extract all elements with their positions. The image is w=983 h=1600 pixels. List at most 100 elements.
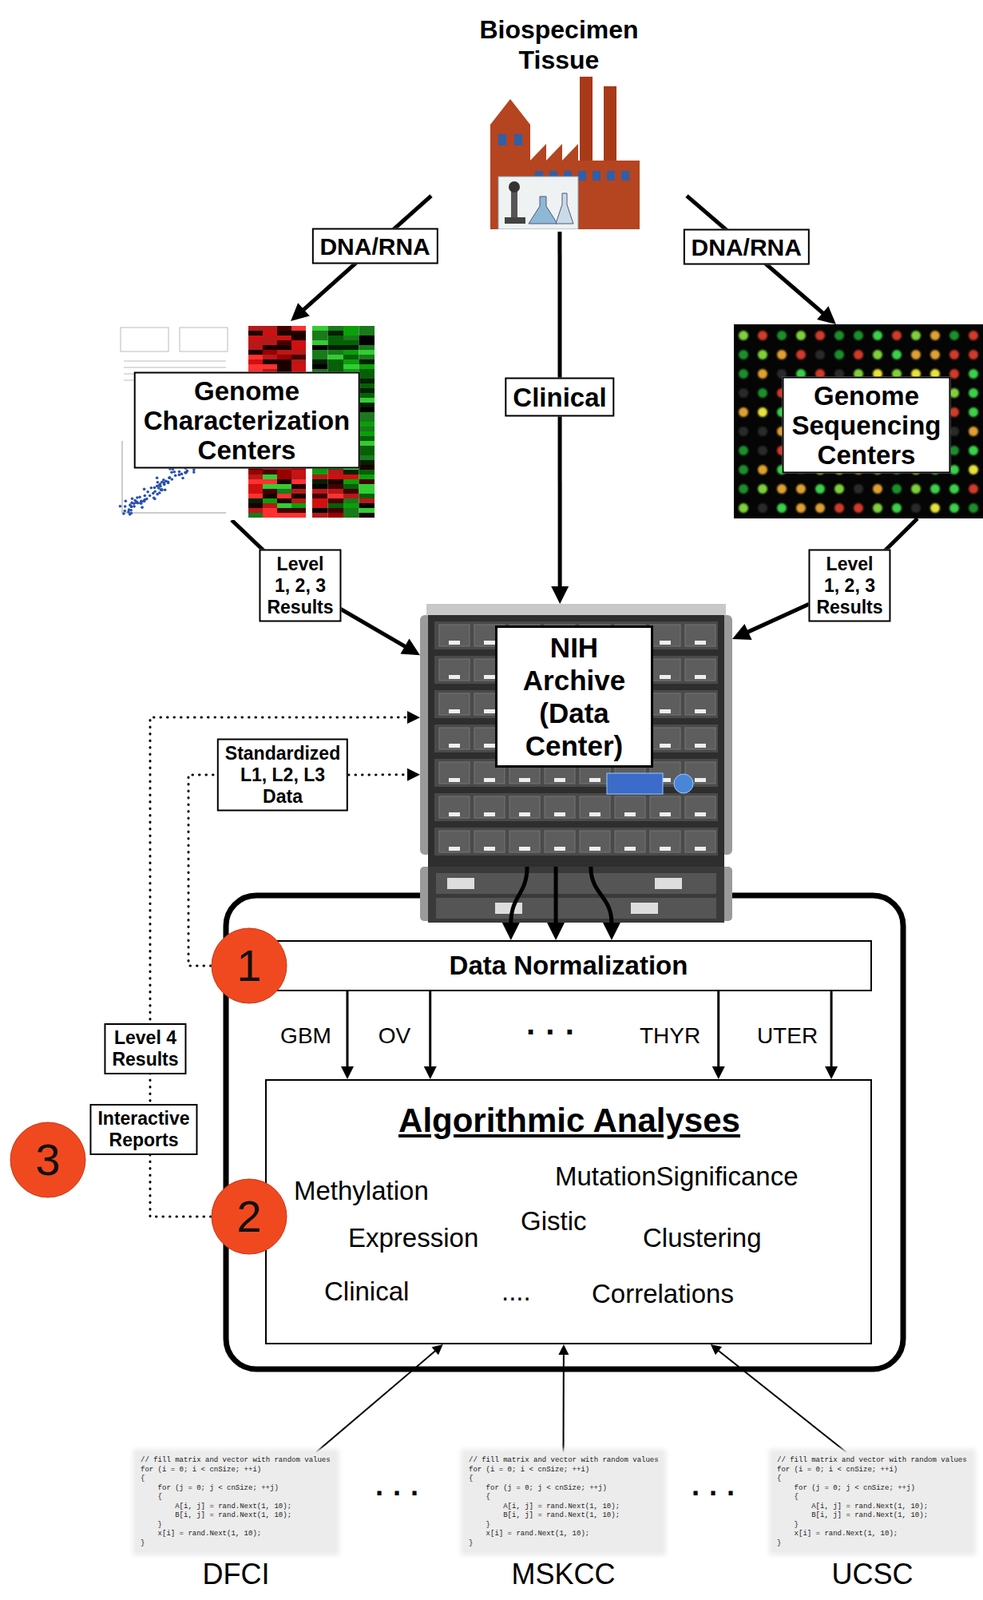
- edge-label-text: Level 1, 2, 3 Results: [266, 553, 333, 619]
- array-spot: [834, 483, 845, 494]
- note-text: Interactive Reports: [97, 1107, 190, 1151]
- server-latch: [694, 709, 706, 714]
- code-panel: // fill matrix and vector with random va…: [772, 1451, 973, 1552]
- heat-cell: [291, 507, 306, 513]
- edge-label: OV: [378, 1022, 411, 1049]
- array-spot: [796, 330, 806, 341]
- heat-cell: [312, 503, 329, 508]
- heat-cell: [312, 359, 329, 365]
- array-spot: [757, 349, 768, 360]
- arrow-head: [407, 768, 421, 781]
- array-spot: [853, 349, 864, 360]
- server-latch: [483, 812, 496, 817]
- analysis-name: ....: [501, 1275, 532, 1308]
- array-spot: [815, 503, 825, 513]
- heat-cell: [359, 364, 376, 369]
- note-text: · · ·: [526, 1013, 576, 1051]
- heat-cell: [248, 344, 263, 350]
- heat-cell: [291, 498, 306, 504]
- arrow-head: [602, 922, 621, 940]
- array-spot: [949, 349, 960, 360]
- code-line: {: [468, 1474, 658, 1484]
- array-spot: [738, 388, 749, 398]
- heat-cell: [343, 335, 360, 341]
- heat-cell: [359, 436, 376, 441]
- analysis-name: Methylation: [293, 1174, 429, 1207]
- lab-photo: [498, 176, 579, 230]
- circle-fill: [211, 1178, 287, 1254]
- array-spot: [968, 407, 979, 417]
- code-line: }: [776, 1538, 968, 1549]
- heat-cell: [343, 503, 360, 508]
- array-spot: [757, 464, 768, 475]
- factory-icon: [482, 76, 640, 230]
- heat-cell: [328, 507, 345, 513]
- server-latch: [694, 777, 706, 782]
- arrow-head: [546, 922, 565, 940]
- heat-cell: [328, 503, 345, 508]
- analysis-name: Correlations: [591, 1277, 734, 1310]
- code-line: }: [468, 1538, 658, 1549]
- code-line: x[i] = rand.Next(1, 10);: [468, 1529, 658, 1539]
- heat-cell: [312, 479, 329, 484]
- heat-cell: [248, 512, 263, 518]
- heat-cell: [312, 493, 329, 499]
- heat-cell: [312, 335, 329, 341]
- plot-dot: [139, 501, 143, 505]
- callout-circle: 2: [210, 1177, 288, 1255]
- code-snippet: // fill matrix and vector with random va…: [135, 1451, 337, 1598]
- plot-dot: [163, 487, 167, 492]
- plot-dot: [142, 487, 147, 492]
- heat-cell: [248, 335, 263, 341]
- heat-cell: [312, 349, 329, 355]
- text-slot: Algorithmic Analyses: [398, 1100, 741, 1141]
- connector: [558, 1343, 569, 1452]
- code-line: x[i] = rand.Next(1, 10);: [776, 1529, 968, 1539]
- circle-fill: [10, 1121, 86, 1198]
- heat-cell: [359, 402, 376, 408]
- heat-cell: [343, 469, 360, 475]
- text-slot: Methylation: [293, 1174, 429, 1207]
- server-bay: [685, 693, 716, 715]
- server-lower-unit: [420, 866, 733, 923]
- code-line: for (j = 0; j < cnSize; ++j): [468, 1483, 658, 1494]
- heat-cell: [312, 512, 329, 518]
- array-spot: [949, 483, 960, 494]
- heat-cell: [328, 325, 345, 331]
- analysis-name: Expression: [348, 1221, 479, 1254]
- heat-cell: [277, 507, 292, 513]
- server-bay: [685, 796, 716, 818]
- code-line: // fill matrix and vector with random va…: [776, 1455, 968, 1466]
- connector: [712, 990, 726, 1079]
- heat-cell: [328, 330, 345, 336]
- note-text: · · ·: [691, 1476, 737, 1511]
- heat-cell: [277, 340, 292, 345]
- server-latch: [659, 812, 671, 817]
- server-latch: [483, 640, 496, 645]
- pipeline-frame: [225, 895, 904, 1369]
- server-latch: [448, 846, 460, 851]
- callout-number: 1: [210, 927, 288, 1004]
- array-spot: [757, 503, 768, 513]
- plot-dot: [178, 473, 182, 477]
- server-bay-row: [434, 827, 718, 856]
- edge-label-text: Standardized L1, L2, L3 Data: [225, 742, 341, 808]
- heat-cell: [359, 368, 376, 374]
- server-latch: [448, 709, 460, 714]
- code-line: }: [140, 1538, 332, 1549]
- server-latch: [659, 743, 671, 748]
- server-bay: [650, 830, 681, 853]
- array-spot: [949, 445, 960, 456]
- heat-cell: [359, 344, 376, 350]
- heat-cell: [248, 498, 263, 504]
- text-box: Genome Characterization Centers: [134, 372, 361, 469]
- heat-cell: [277, 493, 292, 499]
- heat-cell: [359, 388, 376, 393]
- server-latch: [483, 846, 496, 851]
- server-top: [426, 603, 726, 615]
- analysis-name: Gistic: [520, 1204, 587, 1237]
- heat-cell: [328, 479, 345, 484]
- array-spot: [891, 483, 902, 494]
- code-snippet: // fill matrix and vector with random va…: [772, 1451, 973, 1598]
- heat-cell: [291, 488, 306, 494]
